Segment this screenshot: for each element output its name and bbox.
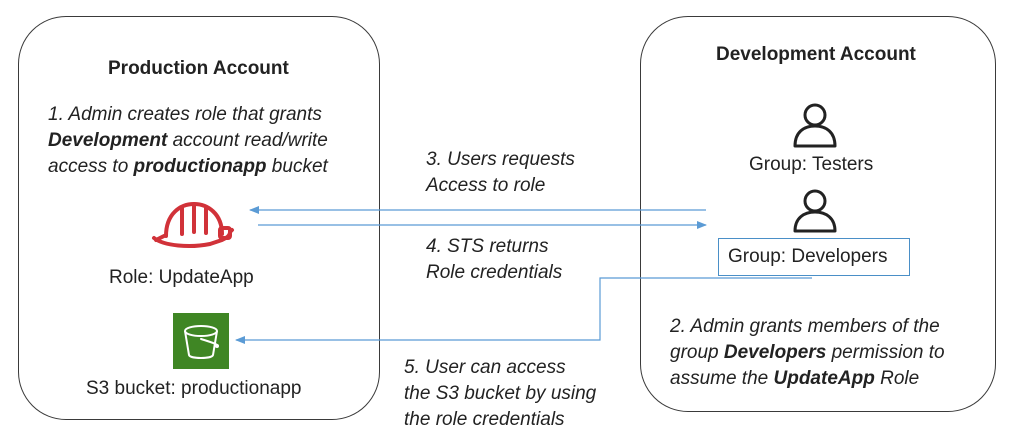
step5-line2: the S3 bucket by using xyxy=(404,383,597,404)
step2-text: 2. Admin grants members of the group Dev… xyxy=(670,314,945,392)
step2-line3: assume the UpdateApp Role xyxy=(670,366,945,392)
step2-bold-updateapp: UpdateApp xyxy=(773,368,875,389)
developers-label: Group: Developers xyxy=(728,246,888,267)
step1-line2: Development account read/write xyxy=(48,128,328,154)
step2-line2-pre: group xyxy=(670,342,724,363)
developers-group-box xyxy=(718,238,910,276)
step5-text: 5. User can access the S3 bucket by usin… xyxy=(404,355,596,433)
step3-line1: 3. Users requests xyxy=(426,149,575,170)
arrow-developers-to-bucket xyxy=(235,277,812,344)
s3-bucket-icon xyxy=(173,313,229,369)
user-icon xyxy=(793,189,837,233)
development-account-title: Development Account xyxy=(716,44,916,65)
step2-bold-developers: Developers xyxy=(723,342,827,363)
step4-line2: Role credentials xyxy=(426,262,563,283)
step4-line1: 4. STS returns xyxy=(426,236,549,257)
step2-line2: group Developers permission to xyxy=(670,340,945,366)
step3-text: 3. Users requests Access to role xyxy=(426,147,575,199)
step1-line2-rest: account read/write xyxy=(167,130,328,151)
production-account-title: Production Account xyxy=(108,58,289,79)
step1-line3-pre: access to xyxy=(48,156,134,177)
step1-bold-productionapp: productionapp xyxy=(133,156,267,177)
hard-hat-icon xyxy=(152,202,234,248)
step3-line2: Access to role xyxy=(426,175,546,196)
step1-text: 1. Admin creates role that grants Develo… xyxy=(48,102,328,180)
development-account-box xyxy=(640,16,996,412)
step2-line3-post: Role xyxy=(874,368,920,389)
production-account-box xyxy=(18,16,380,420)
bucket-label: S3 bucket: productionapp xyxy=(86,378,302,399)
step4-text: 4. STS returns Role credentials xyxy=(426,234,562,286)
role-label: Role: UpdateApp xyxy=(109,267,254,288)
step2-line1: 2. Admin grants members of the xyxy=(670,316,940,337)
step1-bold-development: Development xyxy=(48,130,168,151)
step2-line3-pre: assume the xyxy=(670,368,774,389)
user-icon xyxy=(793,103,837,148)
testers-label: Group: Testers xyxy=(749,154,874,175)
step1-line3: access to productionapp bucket xyxy=(48,154,328,180)
step5-line1: 5. User can access xyxy=(404,357,566,378)
step5-line3: the role credentials xyxy=(404,409,565,430)
step1-line3-post: bucket xyxy=(266,156,328,177)
step1-line1: 1. Admin creates role that grants xyxy=(48,104,322,125)
step2-line2-post: permission to xyxy=(826,342,945,363)
